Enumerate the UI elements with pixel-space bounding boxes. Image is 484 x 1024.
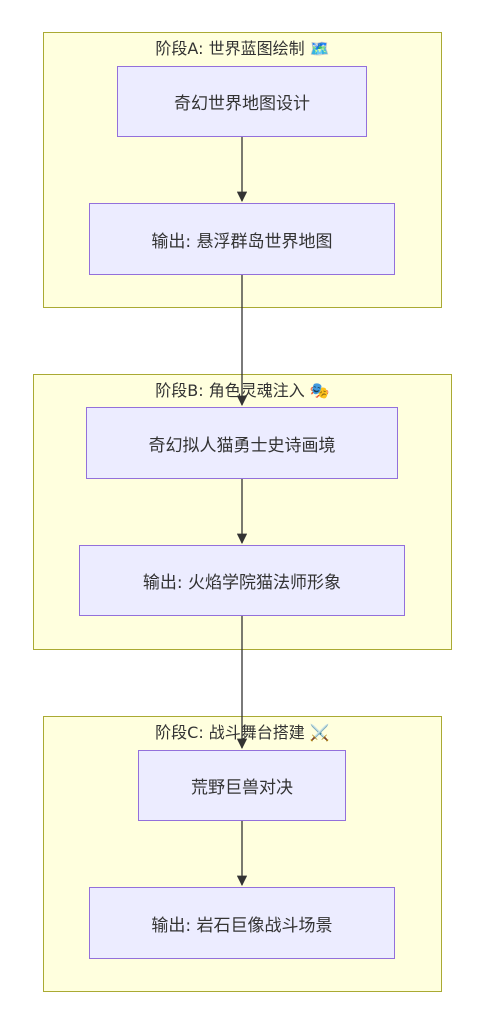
- stage-c-battle-label: 荒野巨兽对决: [191, 778, 293, 798]
- stage-c-title-text: 阶段C: 战斗舞台搭建 ⚔️: [155, 723, 330, 742]
- stage-a-design-label: 奇幻世界地图设计: [174, 94, 310, 114]
- stage-a-output-node[interactable]: 输出: 悬浮群岛世界地图: [89, 203, 395, 275]
- stage-a-output-label: 输出: 悬浮群岛世界地图: [151, 231, 333, 252]
- stage-c-title: 阶段C: 战斗舞台搭建 ⚔️: [44, 723, 441, 743]
- stage-b-output-node[interactable]: 输出: 火焰学院猫法师形象: [79, 545, 405, 616]
- stage-c-output-label: 输出: 岩石巨像战斗场景: [151, 915, 333, 936]
- stage-c-output-node[interactable]: 输出: 岩石巨像战斗场景: [89, 887, 395, 959]
- stage-a-design-node[interactable]: 奇幻世界地图设计: [117, 66, 367, 137]
- stage-b-epic-node[interactable]: 奇幻拟人猫勇士史诗画境: [86, 407, 398, 479]
- stage-b-output-label: 输出: 火焰学院猫法师形象: [142, 573, 342, 593]
- stage-a-title-text: 阶段A: 世界蓝图绘制 🗺️: [155, 39, 330, 58]
- stage-b-title: 阶段B: 角色灵魂注入 🎭: [34, 381, 451, 401]
- stage-c-battle-node[interactable]: 荒野巨兽对决: [138, 750, 346, 821]
- stage-a-title: 阶段A: 世界蓝图绘制 🗺️: [44, 39, 441, 59]
- stage-b-epic-label: 奇幻拟人猫勇士史诗画境: [148, 435, 336, 456]
- stage-b-title-text: 阶段B: 角色灵魂注入 🎭: [155, 381, 330, 400]
